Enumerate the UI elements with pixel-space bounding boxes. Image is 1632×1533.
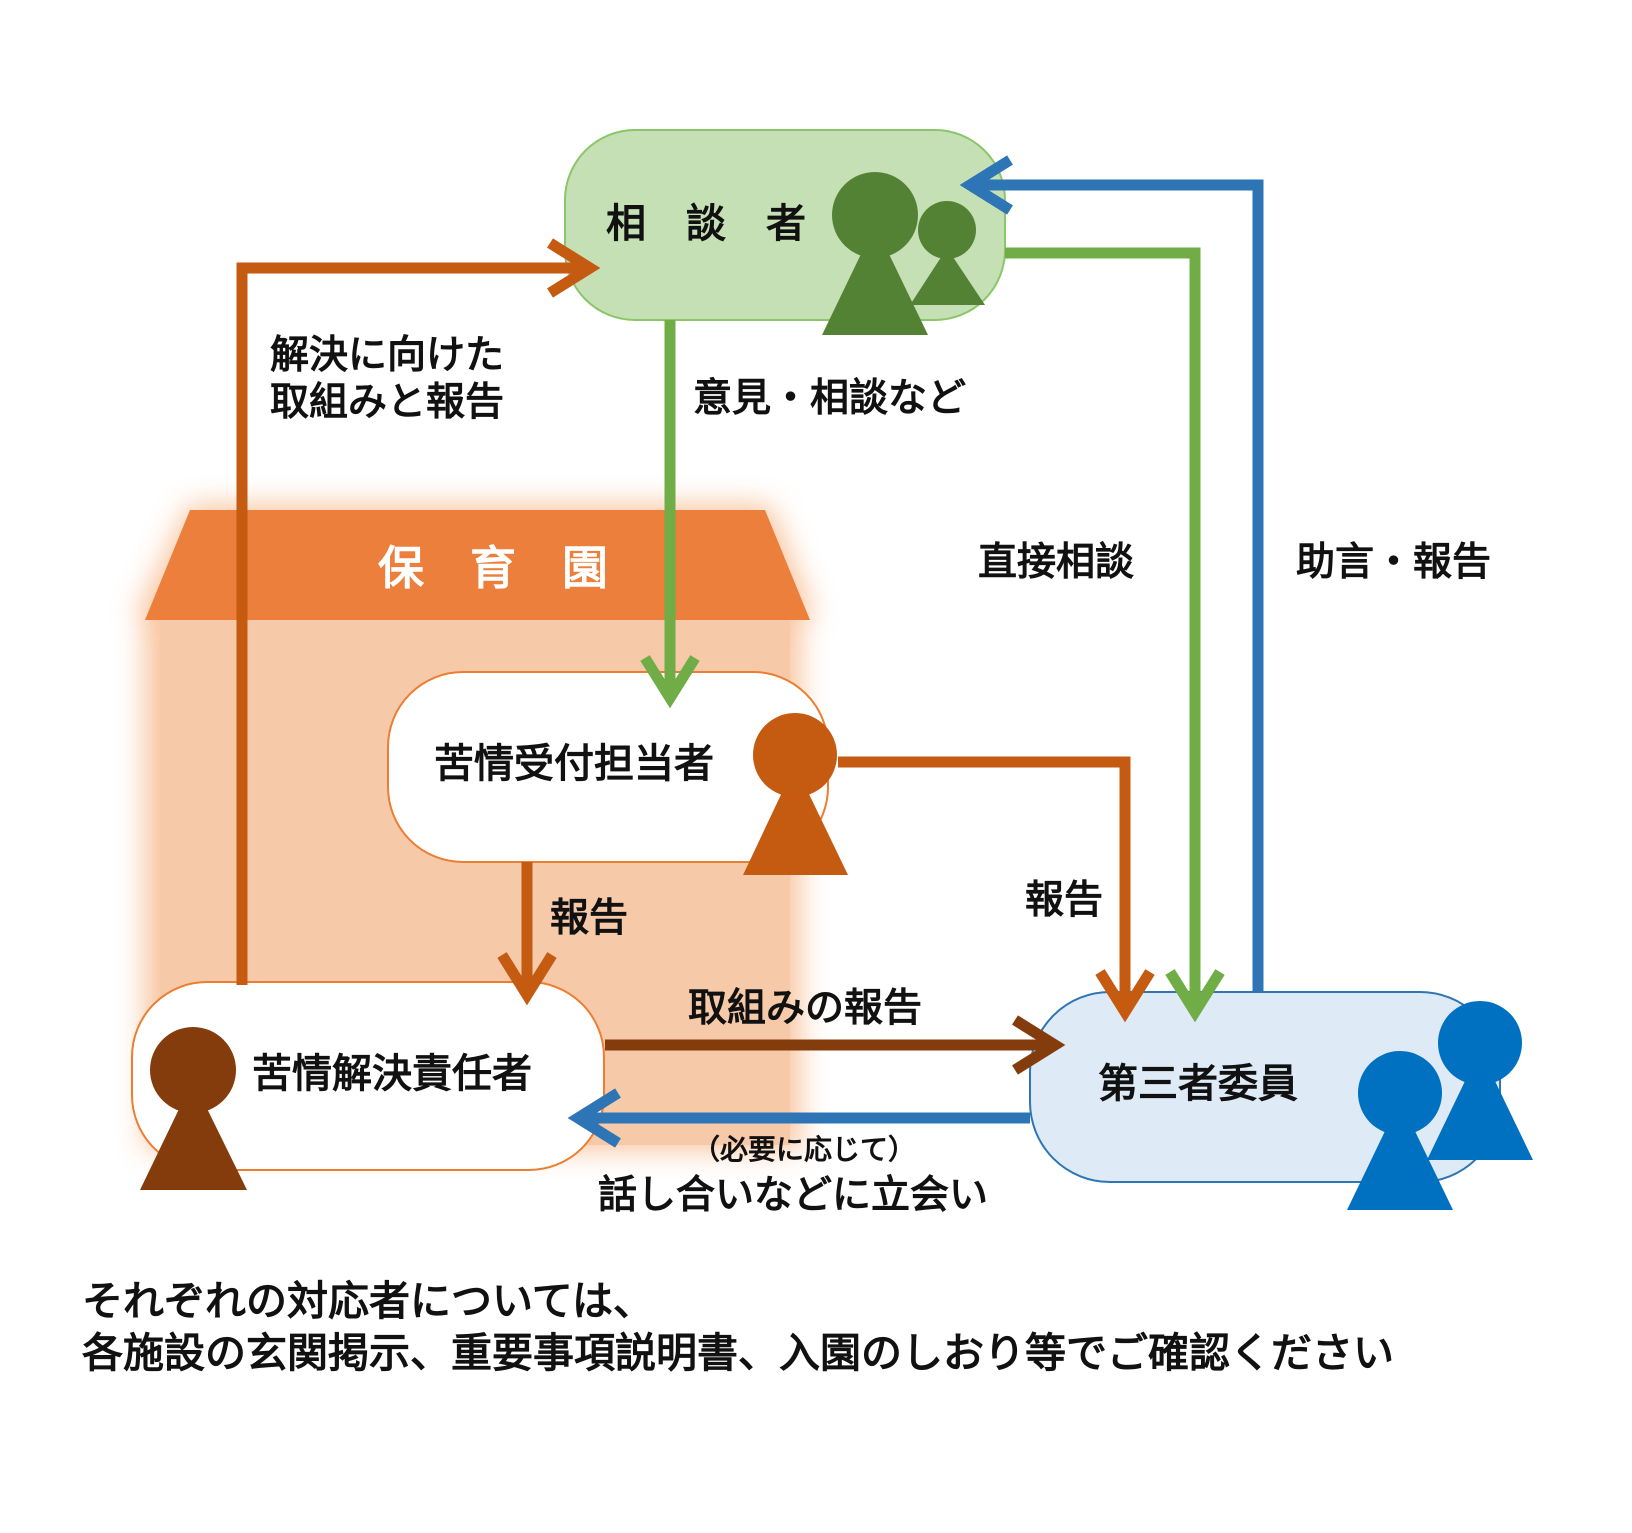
- arrow-report-left: [497, 862, 557, 1006]
- opinion-label: 意見・相談など: [693, 376, 967, 421]
- arrow-report-right: [838, 756, 1155, 1023]
- resolution-report-label-line1: 解決に向けた: [270, 333, 505, 378]
- resolution-report-label-line2: 取組みと報告: [270, 380, 505, 425]
- consultant-label: 相 談 者: [606, 201, 806, 247]
- report-left-label: 報告: [550, 896, 629, 941]
- nursery-label: 保 育 園: [378, 541, 608, 595]
- arrow-resolution-report: [236, 238, 601, 985]
- footer-note: それぞれの対応者については、 各施設の玄関掲示、重要事項説明書、入園のしおり等で…: [82, 1275, 1394, 1380]
- direct-consult-label: 直接相談: [978, 540, 1135, 585]
- third-party-person-front-icon: [1347, 1051, 1453, 1210]
- third-party-label: 第三者委員: [1098, 1061, 1298, 1107]
- consultant-person-icon: [822, 172, 928, 335]
- nursery-roof: [145, 510, 810, 620]
- arrow-direct-consult: [1005, 247, 1225, 1023]
- effort-report-label: 取組みの報告: [688, 986, 923, 1031]
- resolver-person-icon: [140, 1027, 247, 1190]
- third-party-person-back-icon: [1427, 1001, 1533, 1160]
- attend-label: 話し合いなどに立会い: [598, 1173, 989, 1218]
- footer-line-1: それぞれの対応者については、: [82, 1277, 654, 1325]
- receptionist-label: 苦情受付担当者: [434, 741, 714, 787]
- arrow-effort-report: [605, 1015, 1066, 1075]
- footer-line-2: 各施設の玄関掲示、重要事項説明書、入園のしおり等でご確認ください: [82, 1329, 1394, 1378]
- arrow-advice-report: [959, 155, 1264, 992]
- report-right-label: 報告: [1025, 878, 1104, 923]
- arrow-attend: [567, 1088, 1030, 1148]
- advice-report-label: 助言・報告: [1296, 540, 1492, 585]
- receptionist-person-icon: [743, 713, 848, 875]
- third-party-box: [1029, 991, 1501, 1183]
- consultant-child-icon: [910, 201, 985, 305]
- arrow-opinion: [640, 320, 700, 709]
- resolver-label: 苦情解決責任者: [252, 1051, 532, 1097]
- resolver-box: [131, 981, 605, 1171]
- attend-note-label: （必要に応じて）: [692, 1133, 917, 1166]
